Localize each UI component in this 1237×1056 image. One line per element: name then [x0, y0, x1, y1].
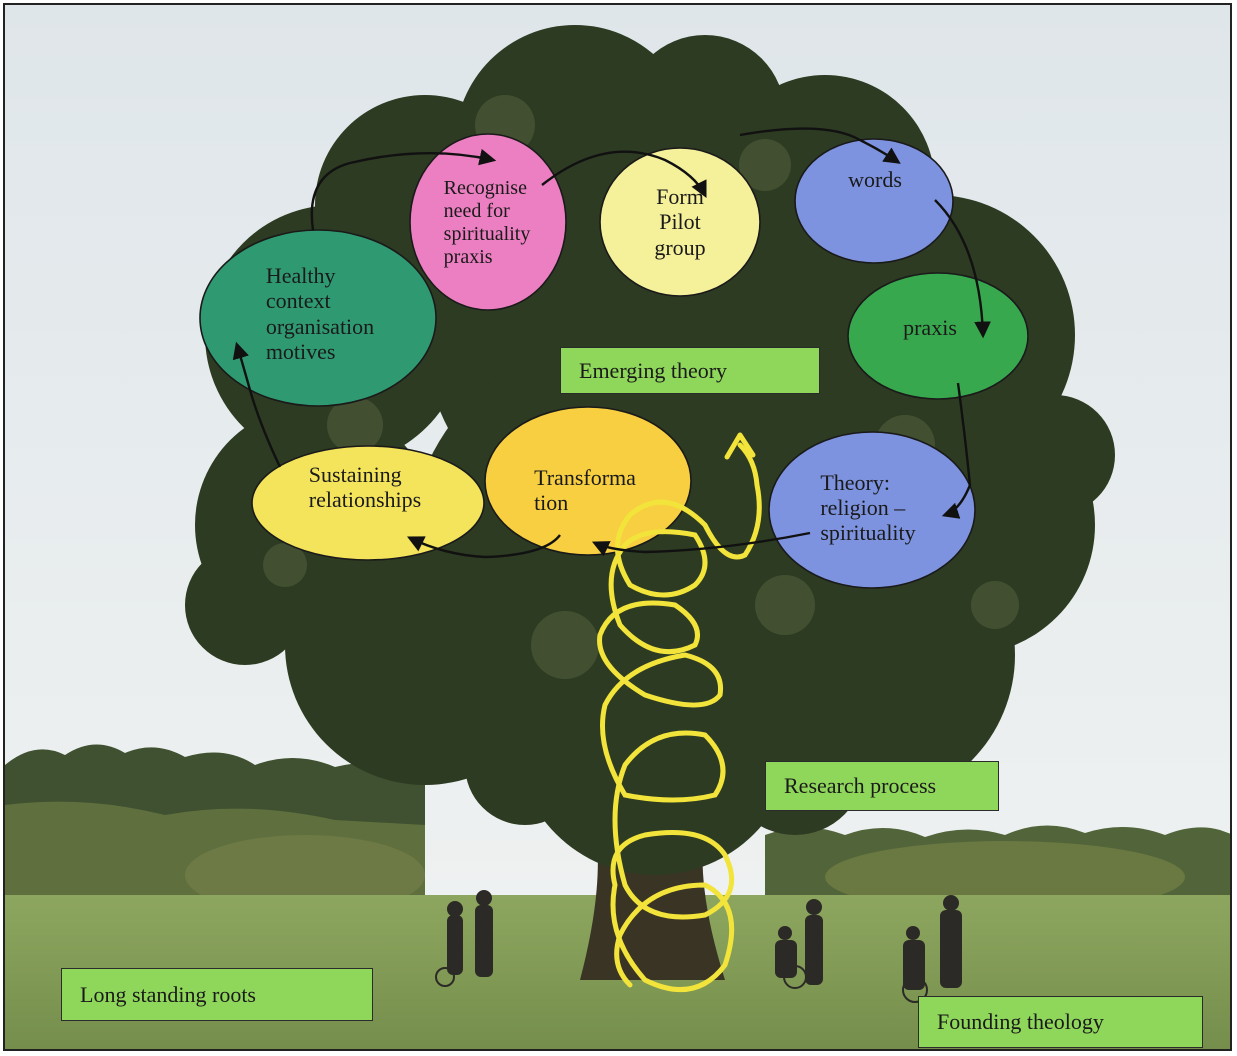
arrow-form-to-words: [739, 127, 901, 164]
diagram-frame: Recognise need for spirituality praxis F…: [3, 3, 1232, 1051]
theory-nodes: [199, 133, 1029, 589]
node-praxis-shape: [847, 272, 1029, 400]
node-transformation-shape: [484, 406, 692, 556]
arrow-words-to-praxis: [934, 199, 991, 339]
label-emerging-theory-text: Emerging theory: [579, 357, 728, 383]
arrow-healthy-to-recognise: [310, 148, 497, 231]
arrow-transformation-to-sustaining: [406, 534, 561, 559]
node-recognise-shape: [409, 133, 567, 311]
research-process-spiral: [597, 442, 762, 993]
cycle-arrows: [232, 127, 991, 559]
node-form-shape: [599, 147, 761, 297]
arrow-recognise-to-form: [541, 150, 707, 199]
label-founding-theology-text: Founding theology: [937, 1009, 1104, 1034]
node-sustaining-shape: [251, 445, 485, 561]
arrow-praxis-to-theory: [941, 382, 972, 519]
label-research-process: Research process: [765, 761, 999, 811]
node-healthy-shape: [199, 229, 437, 407]
label-long-standing-roots: Long standing roots: [61, 968, 373, 1021]
label-research-process-text: Research process: [784, 773, 937, 798]
people-left: [435, 890, 493, 987]
node-words-shape: [794, 138, 954, 264]
tree-photo-background: [5, 5, 1230, 1049]
label-founding-theology: Founding theology: [918, 996, 1203, 1048]
arrow-sustaining-to-healthy: [232, 341, 282, 468]
label-emerging-theory: Emerging theory: [560, 347, 820, 394]
arrow-theory-to-transformation: [591, 531, 811, 557]
people-right: [775, 895, 962, 1003]
spiral-arrowhead: [724, 432, 756, 460]
node-theory-shape: [768, 431, 976, 589]
label-long-standing-roots-text: Long standing roots: [80, 981, 256, 1007]
